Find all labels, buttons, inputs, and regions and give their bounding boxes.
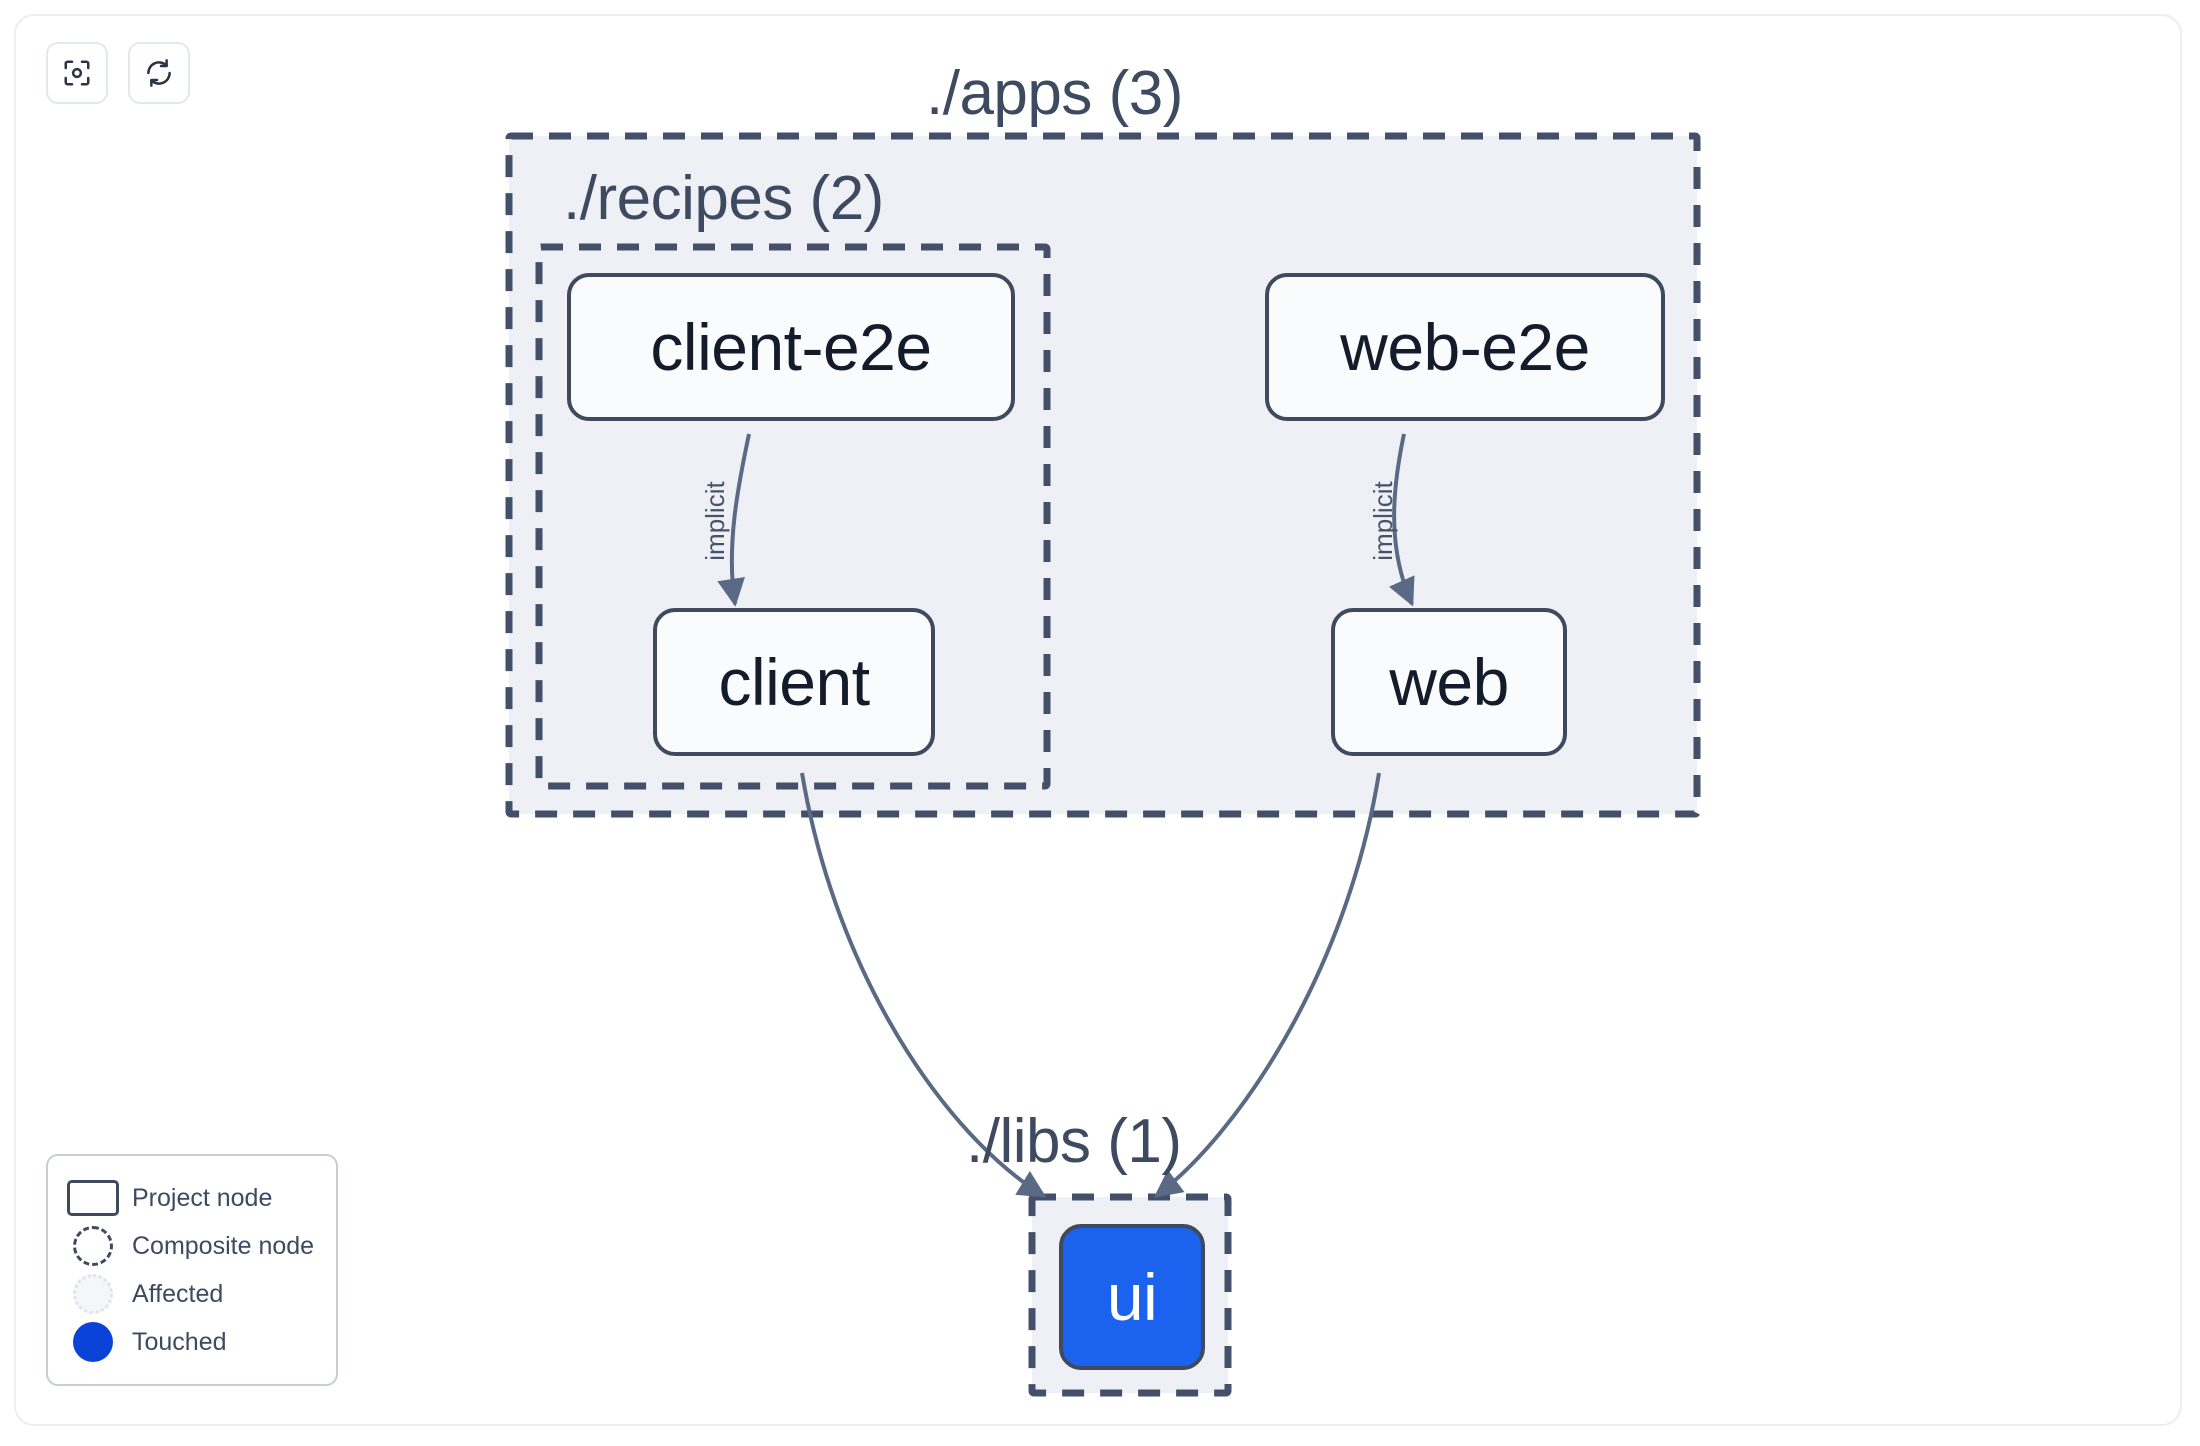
composite-node-swatch <box>64 1226 122 1266</box>
node-client-e2e[interactable]: client-e2e <box>567 273 1015 421</box>
node-web-e2e[interactable]: web-e2e <box>1265 273 1665 421</box>
focus-target-icon <box>62 58 92 88</box>
project-node-swatch <box>64 1178 122 1218</box>
graph-canvas[interactable]: implicit implicit <box>14 14 2182 1426</box>
edge-label-implicit-web: implicit <box>1368 481 1398 561</box>
edge-client-to-ui <box>800 772 1047 1198</box>
legend-item-composite-node: Composite node <box>64 1222 320 1270</box>
node-client[interactable]: client <box>653 608 935 756</box>
edge-client-e2e-to-client <box>717 433 751 607</box>
touched-swatch <box>64 1322 122 1362</box>
legend-label-project-node: Project node <box>132 1183 273 1212</box>
group-label-libs[interactable]: ./libs (1) <box>966 1107 1182 1176</box>
focus-graph-button[interactable] <box>46 42 108 104</box>
refresh-graph-button[interactable] <box>128 42 190 104</box>
legend-item-touched: Touched <box>64 1318 320 1366</box>
node-web[interactable]: web <box>1331 608 1567 756</box>
legend-item-affected: Affected <box>64 1270 320 1318</box>
affected-swatch <box>64 1274 122 1314</box>
edge-web-to-ui <box>1153 772 1381 1198</box>
legend-item-project-node: Project node <box>64 1174 320 1222</box>
graph-toolbar <box>46 42 190 104</box>
group-label-apps[interactable]: ./apps (3) <box>926 59 1183 128</box>
refresh-icon <box>144 58 174 88</box>
legend-panel: Project node Composite node Affected Tou… <box>46 1154 338 1386</box>
edge-label-implicit-client: implicit <box>700 481 730 561</box>
group-label-recipes[interactable]: ./recipes (2) <box>563 164 884 233</box>
legend-label-touched: Touched <box>132 1327 227 1356</box>
node-ui[interactable]: ui <box>1059 1224 1205 1370</box>
legend-label-affected: Affected <box>132 1279 224 1308</box>
legend-label-composite-node: Composite node <box>132 1231 315 1260</box>
graph-svg-layer: implicit implicit <box>505 132 1701 1397</box>
edge-web-e2e-to-web <box>1388 433 1415 607</box>
